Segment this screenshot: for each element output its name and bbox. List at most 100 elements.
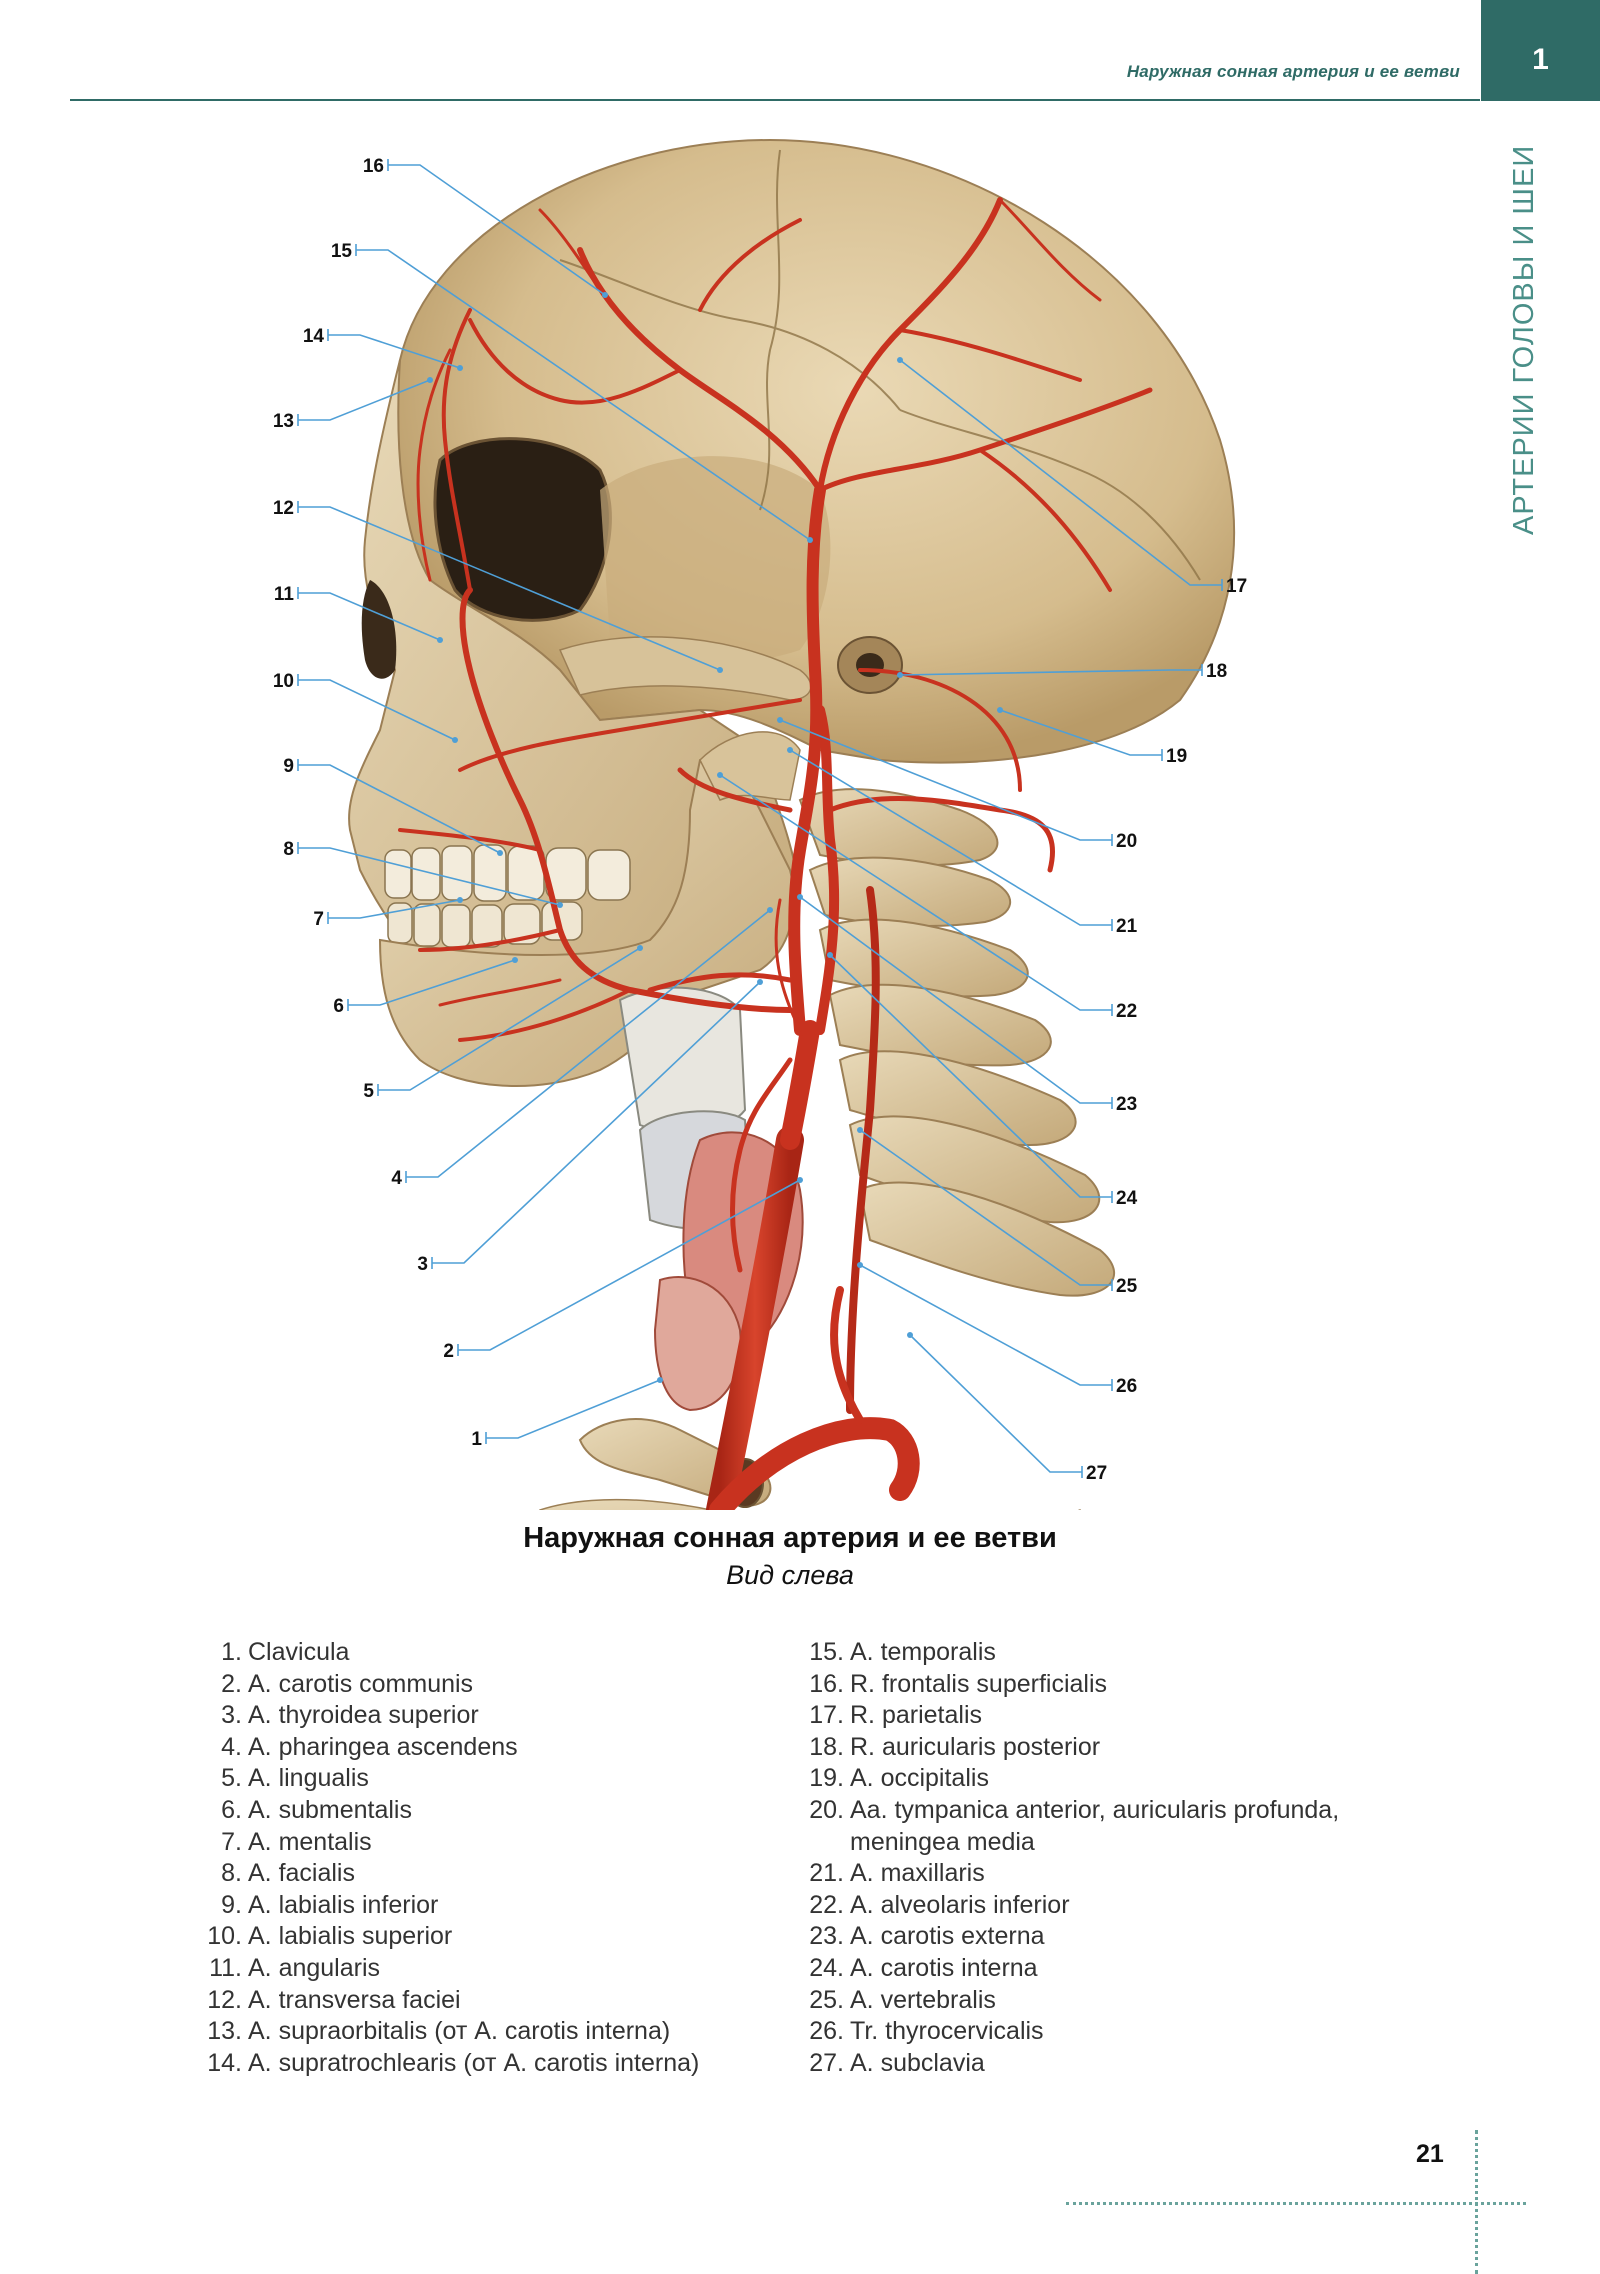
side-title-wrap: АРТЕРИИ ГОЛОВЫ И ШЕИ: [1508, 125, 1548, 535]
legend-item-number: 27.: [809, 2048, 844, 2077]
callout-leader-16: [388, 164, 606, 296]
legend-item: 17.R. parietalis: [800, 1700, 1420, 1732]
legend-item-text: A. temporalis: [850, 1638, 996, 1666]
callout-number-1: 1: [471, 1429, 482, 1450]
callout-anchor-19: [997, 707, 1003, 713]
legend-item-number: 26.: [809, 2017, 844, 2046]
legend-item-number: 4.: [221, 1732, 242, 1761]
legend-item-text: A. submentalis: [248, 1795, 412, 1824]
callout-number-4: 4: [391, 1168, 402, 1189]
legend-item-number: 25.: [809, 1985, 844, 2014]
legend-item-text: A. carotis communis: [248, 1669, 474, 1698]
callout-number-23: 23: [1116, 1094, 1137, 1115]
legend-item-text: R. auricularis posterior: [850, 1732, 1101, 1761]
legend-item-text: A. labialis superior: [248, 1922, 453, 1951]
legend-item-number: 5.: [221, 1764, 242, 1793]
callout-leader-7: [328, 899, 461, 919]
legend-item-text: A. maxillaris: [850, 1859, 985, 1888]
legend-item-text: Aa. tympanica anterior, auricularis prof…: [850, 1795, 1340, 1824]
callout-leader-22: [719, 774, 1112, 1011]
callout-leader-2: [458, 1179, 801, 1351]
legend-item: 24.A. carotis interna: [800, 1953, 1420, 1985]
callout-leader-21: [789, 749, 1112, 926]
callout-leader-20: [779, 719, 1112, 841]
legend-item-number: 21.: [809, 1859, 844, 1888]
legend-item-number: 2.: [221, 1669, 242, 1698]
legend-item: 8.A. facialis: [198, 1858, 699, 1890]
legend-item: 12.A. transversa faciei: [198, 1985, 699, 2017]
legend-item-number: 23.: [809, 1922, 844, 1951]
callout-number-12: 12: [273, 498, 294, 519]
callout-number-10: 10: [273, 671, 294, 692]
header-rule: [70, 99, 1480, 101]
callout-group: 1234567891011121314151617181920212223242…: [273, 156, 1247, 1484]
legend-item: 13.A. supraorbitalis (от A. carotis inte…: [198, 2016, 699, 2048]
callout-leader-18: [899, 669, 1202, 676]
legend-item-number: 17.: [809, 1701, 844, 1730]
callout-anchor-15: [807, 537, 813, 543]
legend-item: 10.A. labialis superior: [198, 1921, 699, 1953]
callout-number-19: 19: [1166, 746, 1187, 767]
legend-item: 6.A. submentalis: [198, 1795, 699, 1827]
legend-item-number: 24.: [809, 1953, 844, 1982]
legend-item-text: A. pharingea ascendens: [248, 1732, 518, 1761]
legend-item-text: R. frontalis superficialis: [850, 1669, 1108, 1698]
callout-leader-17: [899, 359, 1222, 586]
legend-item-number: 18.: [809, 1732, 844, 1761]
callout-leader-6: [348, 959, 516, 1006]
callout-leader-4: [406, 909, 771, 1178]
callout-leader-11: [298, 592, 441, 641]
legend-item: 27.A. subclavia: [800, 2048, 1420, 2080]
legend-item-text: A. supraorbitalis (от A. carotis interna…: [248, 2017, 671, 2046]
legend-item-number: 7.: [221, 1827, 242, 1856]
callout-number-3: 3: [417, 1254, 428, 1275]
anatomy-illustration: 1234567891011121314151617181920212223242…: [273, 138, 1247, 1510]
callout-number-5: 5: [363, 1081, 374, 1102]
page-number: 21: [1416, 2140, 1444, 2168]
legend-item-number: 19.: [809, 1764, 844, 1793]
callout-number-6: 6: [333, 996, 344, 1017]
callout-number-17: 17: [1226, 576, 1247, 597]
callout-leader-24: [829, 954, 1112, 1198]
callout-leader-5: [378, 947, 641, 1091]
callout-anchor-14: [457, 365, 463, 371]
callout-anchor-7: [457, 897, 463, 903]
callout-leader-8: [298, 847, 561, 906]
callout-leader-19: [999, 709, 1162, 756]
legend-item-number: 12.: [207, 1985, 242, 2014]
callout-anchor-24: [827, 952, 833, 958]
legend-item-number: 16.: [809, 1669, 844, 1698]
legend-item-text: A. carotis interna: [850, 1953, 1038, 1982]
callout-number-27: 27: [1086, 1463, 1107, 1484]
legend-item: 9.A. labialis inferior: [198, 1890, 699, 1922]
legend-item-number: 1.: [221, 1638, 242, 1666]
callout-number-8: 8: [283, 839, 294, 860]
legend-item-text: A. facialis: [248, 1859, 355, 1888]
legend-item: 16.R. frontalis superficialis: [800, 1669, 1420, 1701]
legend-item: 25.A. vertebralis: [800, 1985, 1420, 2017]
callout-number-20: 20: [1116, 831, 1137, 852]
callout-leader-15: [356, 249, 811, 541]
footer-dotted-rule: [1066, 2202, 1526, 2205]
legend-item-text: A. alveolaris inferior: [850, 1890, 1070, 1919]
section-tab: 1: [1481, 0, 1600, 101]
legend-item: 15.A. temporalis: [800, 1637, 1420, 1669]
callout-anchor-11: [437, 637, 443, 643]
callout-anchor-26: [857, 1262, 863, 1268]
legend-item: 14.A. supratrochlearis (от A. carotis in…: [198, 2048, 699, 2080]
figure-caption-subtitle: Вид слева: [726, 1560, 854, 1590]
legend-item-number: 9.: [221, 1890, 242, 1919]
legend-item: 26.Tr. thyrocervicalis: [800, 2016, 1420, 2048]
callout-anchor-1: [657, 1377, 663, 1383]
legend-item-text: A. vertebralis: [850, 1985, 996, 2014]
callout-anchor-2: [797, 1177, 803, 1183]
legend-item-number: 11.: [209, 1953, 242, 1982]
legend-item: 23.A. carotis externa: [800, 1921, 1420, 1953]
legend-item: 2.A. carotis communis: [198, 1669, 699, 1701]
legend-item: 19.A. occipitalis: [800, 1763, 1420, 1795]
legend-item-text: R. parietalis: [850, 1701, 982, 1730]
callout-number-14: 14: [303, 326, 325, 347]
callout-leader-9: [298, 764, 501, 854]
legend-item-number: 6.: [221, 1795, 242, 1824]
